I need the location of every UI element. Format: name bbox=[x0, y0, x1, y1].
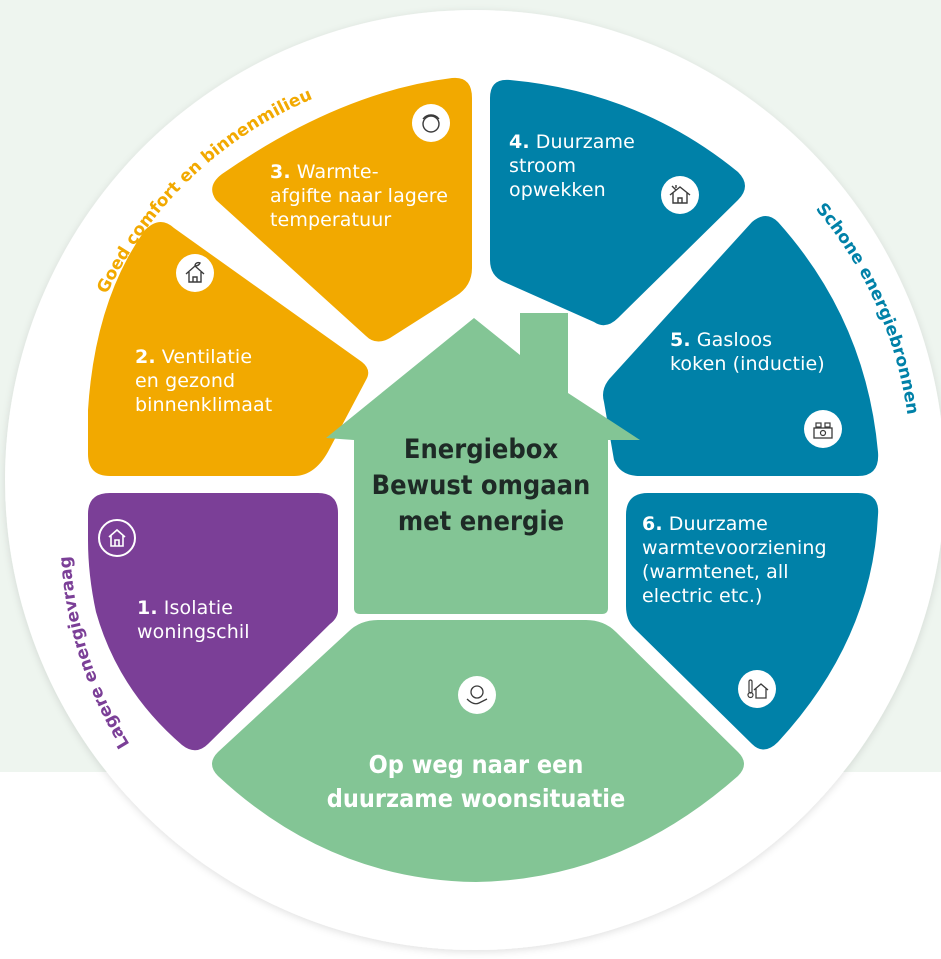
house-outline-icon bbox=[98, 519, 136, 557]
house-solar-icon bbox=[661, 176, 699, 214]
segment-3-line-1: Warmte- bbox=[296, 161, 379, 183]
segment-1-number: 1. bbox=[137, 597, 158, 619]
segment-6-text: 6. Duurzame warmtevoorziening (warmtenet… bbox=[642, 512, 827, 608]
center-title-line-2: Bewust omgaan bbox=[371, 470, 591, 501]
segment-2-line-2: en gezond bbox=[135, 370, 236, 392]
house-plant-icon bbox=[176, 254, 214, 292]
segment-op-weg-naar-duurzaam[interactable] bbox=[212, 620, 744, 882]
segment-1-line-2: woningschil bbox=[137, 621, 250, 643]
segment-5-number: 5. bbox=[670, 329, 691, 351]
segment-5-text: 5. Gasloos koken (inductie) bbox=[670, 328, 825, 376]
segment-3-number: 3. bbox=[270, 161, 291, 183]
segment-1-text: 1. Isolatie woningschil bbox=[137, 596, 250, 644]
globe-hand-icon bbox=[458, 676, 496, 714]
segment-2-number: 2. bbox=[135, 346, 156, 368]
segment-5-line-1: Gasloos bbox=[696, 329, 773, 351]
segment-3-line-2: afgifte naar lagere bbox=[270, 185, 449, 207]
segment-2-text: 2. Ventilatie en gezond binnenklimaat bbox=[135, 345, 272, 417]
segment-3-text: 3. Warmte- afgifte naar lagere temperatu… bbox=[270, 160, 448, 232]
bottom-title: Op weg naar een duurzame woonsituatie bbox=[290, 748, 662, 816]
segment-3-line-3: temperatuur bbox=[270, 209, 392, 231]
segment-6-number: 6. bbox=[642, 513, 663, 535]
segment-4-line-1: Duurzame bbox=[535, 131, 635, 153]
thermostat-dial-icon bbox=[412, 104, 450, 142]
center-title: Energiebox Bewust omgaan met energie bbox=[360, 432, 602, 540]
segment-6-line-1: Duurzame bbox=[668, 513, 768, 535]
segment-warmtevoorziening[interactable] bbox=[626, 493, 879, 750]
segment-6-line-3: (warmtenet, all bbox=[642, 561, 789, 583]
stove-icon bbox=[804, 410, 842, 448]
segment-gasloos-koken[interactable] bbox=[603, 216, 879, 476]
segment-ventilatie[interactable] bbox=[88, 221, 369, 476]
house-thermometer-icon bbox=[738, 670, 776, 708]
segment-1-line-1: Isolatie bbox=[163, 597, 234, 619]
segment-4-line-3: opwekken bbox=[509, 179, 606, 201]
center-house bbox=[326, 313, 640, 614]
segment-4-text: 4. Duurzame stroom opwekken bbox=[509, 130, 635, 202]
center-title-line-3: met energie bbox=[397, 506, 565, 537]
segment-isolatie[interactable] bbox=[88, 493, 338, 751]
bottom-title-line-2: duurzame woonsituatie bbox=[326, 784, 626, 813]
segment-duurzame-stroom[interactable] bbox=[490, 79, 745, 326]
segment-4-line-2: stroom bbox=[509, 155, 577, 177]
segment-5-line-2: koken (inductie) bbox=[670, 353, 825, 375]
segment-6-line-4: electric etc.) bbox=[642, 585, 763, 607]
segment-2-line-1: Ventilatie bbox=[161, 346, 253, 368]
segment-2-line-3: binnenklimaat bbox=[135, 394, 273, 416]
bottom-title-line-1: Op weg naar een bbox=[368, 750, 584, 779]
center-title-line-1: Energiebox bbox=[403, 434, 559, 465]
segment-6-line-2: warmtevoorziening bbox=[642, 537, 827, 559]
segment-warmteafgifte[interactable] bbox=[212, 77, 472, 342]
segment-4-number: 4. bbox=[509, 131, 530, 153]
